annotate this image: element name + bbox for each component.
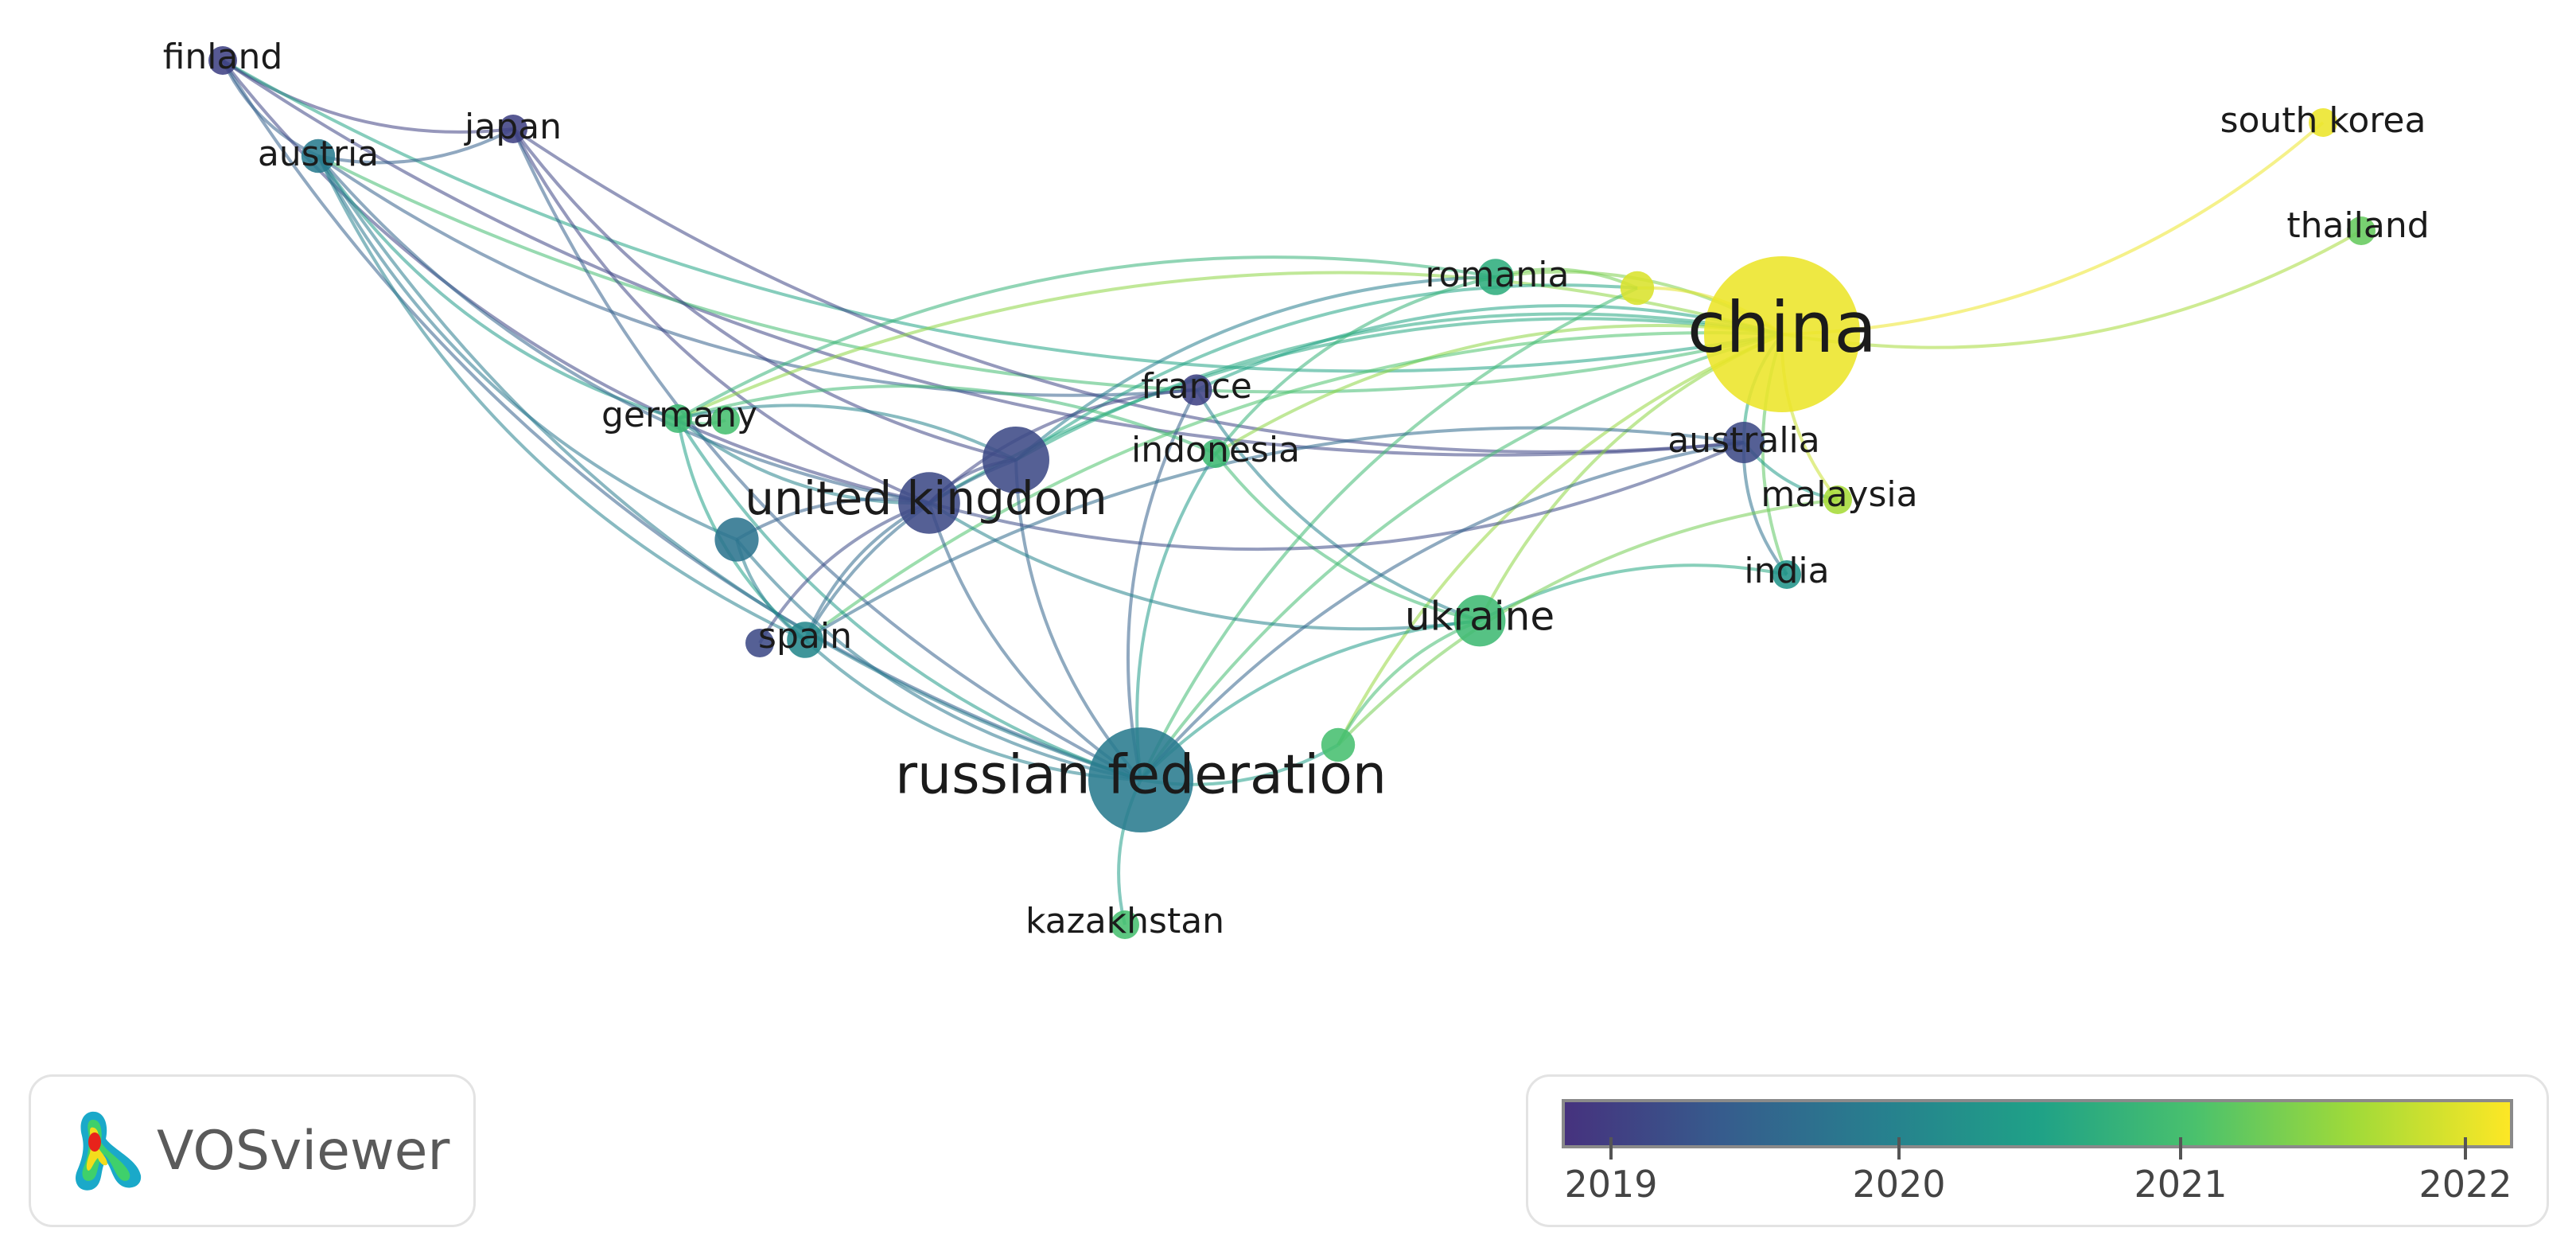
node-united-kingdom[interactable] (898, 472, 960, 534)
node-unlabeled-purple-large[interactable] (983, 427, 1049, 493)
link-japan-unlabeled-purple-large (512, 127, 1017, 462)
link-finland-china (222, 59, 1783, 373)
tick-label-2022: 2022 (2418, 1163, 2512, 1206)
link-layer (221, 59, 2362, 926)
node-label-japan: japan (464, 107, 562, 147)
link-romania-germany (677, 255, 1496, 420)
link-indonesia-ukraine (1214, 452, 1481, 622)
tick-2022 (2464, 1137, 2467, 1160)
tick-2019 (1609, 1137, 1613, 1160)
node-south-korea[interactable] (2309, 108, 2337, 137)
node-unlabeled-germany-2[interactable] (711, 406, 740, 435)
link-france-russian-federation (1126, 389, 1198, 781)
link-china-south-korea (1781, 121, 2325, 336)
node-label-indonesia: indonesia (1131, 430, 1300, 470)
link-australia-spain (804, 426, 1745, 641)
node-label-ukraine: ukraine (1405, 594, 1555, 640)
link-united-kingdom-australia (928, 441, 1745, 552)
link-china-russian-federation (1139, 333, 1783, 782)
node-ukraine[interactable] (1453, 594, 1506, 647)
node-china[interactable] (1704, 256, 1860, 412)
link-china-thailand (1781, 229, 2362, 349)
node-spain[interactable] (787, 622, 823, 658)
link-china-france (1196, 304, 1783, 392)
link-china-germany (677, 271, 1783, 420)
link-unlabeled-purple-large-spain (804, 458, 1017, 641)
node-label-romania: romania (1426, 255, 1570, 295)
link-germany-russian-federation (676, 417, 1142, 782)
node-indonesia[interactable] (1201, 439, 1230, 468)
node-unlabeled-spain-2[interactable] (745, 629, 774, 657)
tick-2020 (1897, 1137, 1901, 1160)
node-malaysia[interactable] (1823, 485, 1852, 514)
node-label-austria: austria (258, 134, 379, 174)
node-label-kazakhstan: kazakhstan (1025, 901, 1224, 941)
tick-label-2021: 2021 (2134, 1163, 2228, 1206)
node-label-china: china (1687, 286, 1877, 368)
node-india[interactable] (1772, 560, 1801, 589)
node-kazakhstan[interactable] (1111, 910, 1139, 939)
node-label-india: india (1744, 551, 1829, 591)
link-china-unlabeled-green (1337, 333, 1783, 746)
node-austria[interactable] (301, 138, 336, 173)
link-japan-united-kingdom (512, 128, 930, 505)
tick-2021 (2179, 1137, 2182, 1160)
node-japan[interactable] (499, 115, 527, 143)
label-layer: finland japan austria south korea thailand ro… (163, 37, 2430, 941)
tick-label-2020: 2020 (1852, 1163, 1946, 1206)
link-austria-japan (317, 127, 514, 165)
node-france[interactable] (1181, 374, 1212, 406)
link-unlabeled-yellow-russian-federation (1139, 286, 1638, 781)
node-finland[interactable] (208, 46, 237, 75)
node-label-australia: australia (1667, 420, 1820, 461)
node-germany[interactable] (663, 404, 692, 433)
node-label-france: france (1141, 366, 1252, 407)
node-label-malaysia: malaysia (1761, 474, 1917, 515)
link-germany-united-kingdom (676, 417, 930, 505)
color-scale-bar (1562, 1099, 2513, 1148)
link-japan-russian-federation (512, 128, 1142, 782)
node-label-south-korea: south korea (2220, 100, 2426, 141)
node-romania[interactable] (1477, 259, 1514, 295)
link-australia-russian-federation (1139, 441, 1745, 782)
node-unlabeled-green[interactable] (1321, 727, 1356, 762)
link-france-ukraine (1195, 388, 1481, 622)
node-label-thailand: thailand (2286, 205, 2429, 246)
node-layer (208, 46, 2376, 939)
node-unlabeled-yellow[interactable] (1620, 271, 1655, 306)
link-united-kingdom-ukraine (928, 501, 1481, 631)
link-finland-russian-federation (221, 59, 1142, 782)
node-unlabeled-teal[interactable] (714, 517, 759, 562)
link-austria-spain (317, 155, 806, 641)
link-austria-united-kingdom (317, 154, 930, 505)
node-label-finland: finland (163, 37, 283, 77)
link-ukraine-russian-federation (1139, 619, 1481, 782)
link-austria-unlabeled-teal (317, 155, 737, 541)
tick-label-2019: 2019 (1564, 1163, 1658, 1206)
link-unlabeled-yellow-unlabeled-purple-large (1014, 283, 1638, 462)
link-austria-france (317, 154, 1197, 397)
node-russian-federation[interactable] (1088, 727, 1193, 832)
link-china-unlabeled-purple-large (1015, 312, 1783, 462)
vosviewer-logo-icon (76, 1111, 142, 1191)
link-indonesia-germany (677, 384, 1216, 455)
link-malaysia-unlabeled-green (1337, 498, 1839, 746)
vosviewer-logo-box: VOSviewer (29, 1074, 476, 1227)
node-australia[interactable] (1723, 422, 1765, 463)
node-label-united-kingdom: united kingdom (745, 471, 1107, 525)
node-label-germany: germany (601, 395, 757, 435)
link-austria-russian-federation (317, 154, 1142, 782)
link-china-indonesia (1214, 323, 1783, 455)
link-unlabeled-teal-russian-federation (735, 538, 1142, 782)
node-label-russian-federation: russian federation (895, 744, 1387, 807)
node-thailand[interactable] (2347, 216, 2376, 245)
color-scale-legend: 2019 2020 2021 2022 (1526, 1074, 2549, 1227)
link-romania-indonesia (1214, 275, 1496, 455)
node-label-spain: spain (758, 616, 852, 657)
vosviewer-logo-text: VOSviewer (157, 1120, 450, 1183)
